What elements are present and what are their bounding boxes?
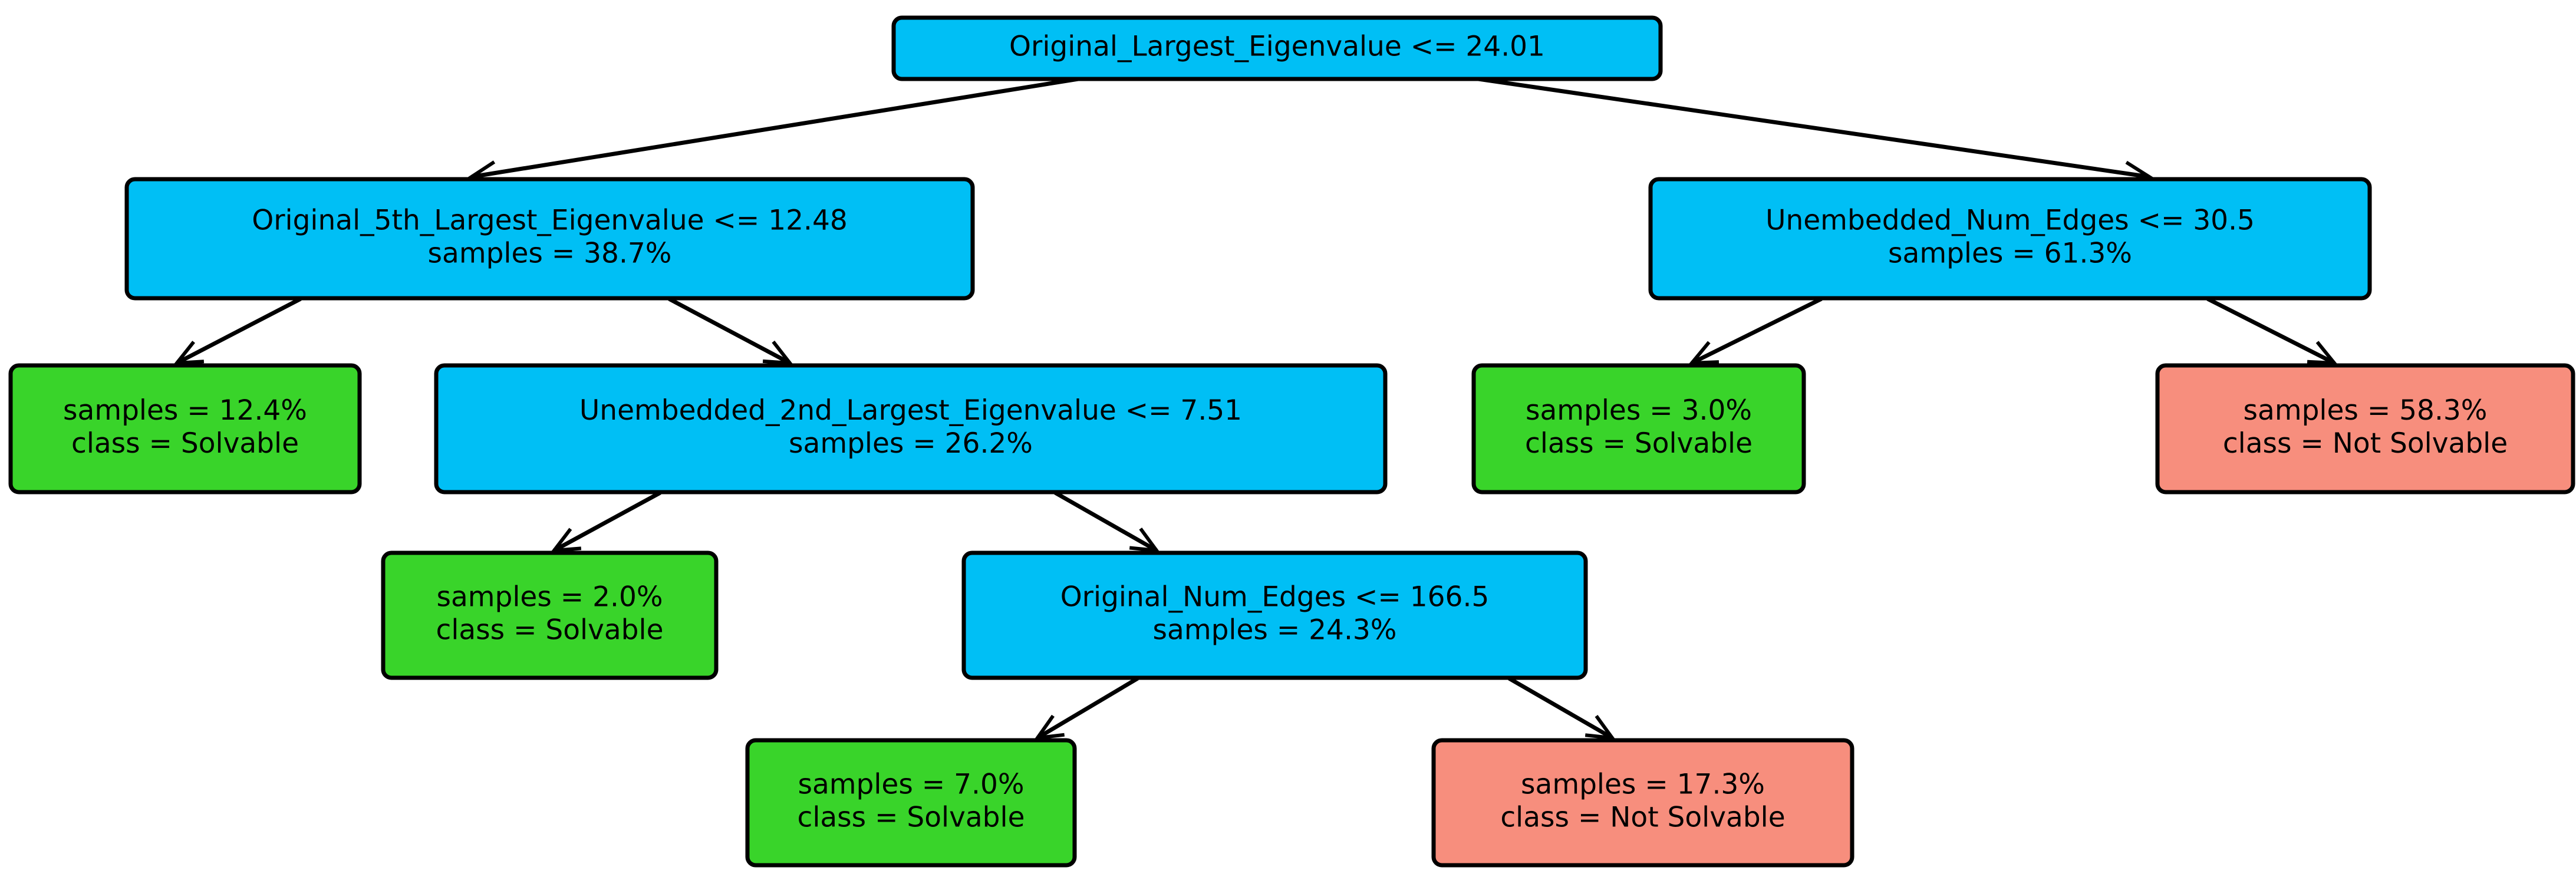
node-box[interactable] xyxy=(961,550,1588,680)
node-line-2: class = Solvable xyxy=(1525,427,1753,460)
node-line-2: samples = 26.2% xyxy=(789,427,1033,460)
tree-leaf-node[interactable]: samples = 17.3%class = Not Solvable xyxy=(1431,738,1854,868)
node-line-1: samples = 3.0% xyxy=(1526,394,1752,427)
node-box[interactable] xyxy=(434,363,1388,494)
node-line-1: Unembedded_Num_Edges <= 30.5 xyxy=(1765,205,2255,237)
tree-internal-node[interactable]: Original_5th_Largest_Eigenvalue <= 12.48… xyxy=(124,177,975,301)
node-line-2: samples = 24.3% xyxy=(1153,614,1397,647)
tree-internal-node[interactable]: Unembedded_2nd_Largest_Eigenvalue <= 7.5… xyxy=(434,363,1388,494)
edge-arrowhead-icon xyxy=(2307,341,2338,365)
tree-leaf-node[interactable]: samples = 3.0%class = Solvable xyxy=(1471,363,1806,494)
node-line-2: class = Not Solvable xyxy=(2223,427,2508,460)
tree-edge xyxy=(1688,296,1823,365)
node-box[interactable] xyxy=(381,550,719,680)
node-line-2: class = Not Solvable xyxy=(1500,802,1785,834)
node-box[interactable] xyxy=(2155,363,2575,494)
tree-leaf-node[interactable]: samples = 58.3%class = Not Solvable xyxy=(2155,363,2575,494)
node-box[interactable] xyxy=(1431,738,1854,868)
tree-leaf-node[interactable]: samples = 7.0%class = Solvable xyxy=(745,738,1077,868)
node-line-2: samples = 61.3% xyxy=(1888,238,2132,270)
edge-arrowhead-icon xyxy=(1129,527,1161,553)
edge-layer xyxy=(173,77,2338,740)
node-line-2: samples = 38.7% xyxy=(428,238,672,270)
tree-edge xyxy=(2206,296,2338,365)
node-box[interactable] xyxy=(8,363,362,494)
edge-arrowhead-icon xyxy=(550,527,582,553)
edge-line xyxy=(668,296,791,365)
node-layer: Original_Largest_Eigenvalue <= 24.01Orig… xyxy=(8,15,2575,868)
edge-line xyxy=(1691,296,1823,365)
node-line-1: Original_Num_Edges <= 166.5 xyxy=(1060,581,1490,614)
edge-line xyxy=(1036,676,1139,740)
edge-arrowhead-icon xyxy=(1585,714,1616,740)
edge-line xyxy=(176,296,302,365)
edge-line xyxy=(2206,296,2335,365)
node-line-1: Unembedded_2nd_Largest_Eigenvalue <= 7.5… xyxy=(579,394,1242,427)
node-box[interactable] xyxy=(745,738,1077,868)
edge-line xyxy=(471,77,1079,179)
node-line-1: Original_Largest_Eigenvalue <= 24.01 xyxy=(1009,31,1545,63)
node-box[interactable] xyxy=(124,177,975,301)
tree-internal-node[interactable]: Original_Largest_Eigenvalue <= 24.01 xyxy=(891,15,1663,81)
tree-edge xyxy=(173,296,302,365)
node-line-2: class = Solvable xyxy=(71,427,299,460)
tree-edge xyxy=(550,490,661,553)
node-box[interactable] xyxy=(891,15,1663,81)
tree-leaf-node[interactable]: samples = 12.4%class = Solvable xyxy=(8,363,362,494)
node-line-2: class = Solvable xyxy=(436,614,663,647)
node-box[interactable] xyxy=(1471,363,1806,494)
edge-line xyxy=(1478,77,2150,179)
node-line-1: Original_5th_Largest_Eigenvalue <= 12.48 xyxy=(252,205,848,237)
node-box[interactable] xyxy=(1648,177,2372,301)
edge-arrowhead-icon xyxy=(1033,714,1065,740)
node-line-1: samples = 2.0% xyxy=(436,581,663,614)
tree-edge xyxy=(1054,490,1161,553)
edge-arrowhead-icon xyxy=(762,340,794,365)
node-line-2: class = Solvable xyxy=(797,802,1025,834)
tree-leaf-node[interactable]: samples = 2.0%class = Solvable xyxy=(381,550,719,680)
edge-line xyxy=(553,490,661,553)
tree-edge xyxy=(1508,676,1616,740)
tree-edge xyxy=(1033,676,1139,740)
edge-arrowhead-icon xyxy=(173,341,205,365)
node-line-1: samples = 12.4% xyxy=(63,394,307,427)
edge-line xyxy=(1508,676,1613,740)
edge-arrowhead-icon xyxy=(1688,341,1719,365)
edge-line xyxy=(1054,490,1158,553)
node-line-1: samples = 7.0% xyxy=(798,769,1024,801)
node-line-1: samples = 58.3% xyxy=(2244,394,2488,427)
node-line-1: samples = 17.3% xyxy=(1521,769,1765,801)
tree-edge xyxy=(668,296,794,365)
